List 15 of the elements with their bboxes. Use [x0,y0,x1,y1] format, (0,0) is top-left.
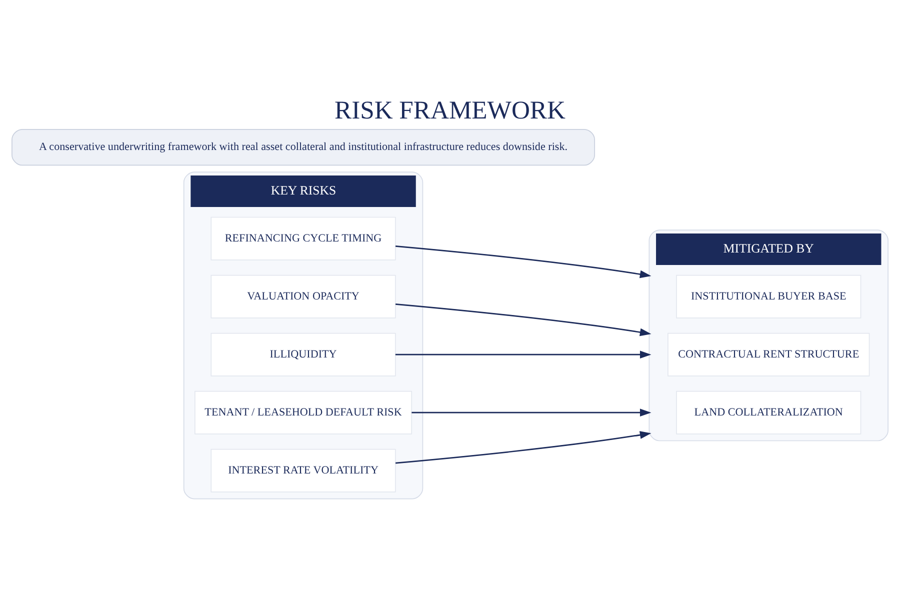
arrow [396,303,652,336]
arrow [412,408,652,417]
node-box: TENANT / LEASEHOLD DEFAULT RISK [194,390,412,434]
node-box: REFINANCING CYCLE TIMING [210,216,396,260]
diagram-title: RISK FRAMEWORK [334,95,566,124]
arrow [396,245,652,278]
arrow [396,431,652,464]
node-box: INSTITUTIONAL BUYER BASE [676,274,862,318]
arrow [395,350,652,359]
node-box: INTEREST RATE VOLATILITY [210,448,396,492]
node-box: LAND COLLATERALIZATION [676,390,862,434]
node-box: A conservative underwriting framework with real asset collateral and institutional infrastructure reduces downside risk. [12,128,596,166]
node-box: ILLIQUIDITY [210,332,396,376]
node-box: VALUATION OPACITY [210,274,396,318]
node-box: CONTRACTUAL RENT STRUCTURE [668,332,870,376]
